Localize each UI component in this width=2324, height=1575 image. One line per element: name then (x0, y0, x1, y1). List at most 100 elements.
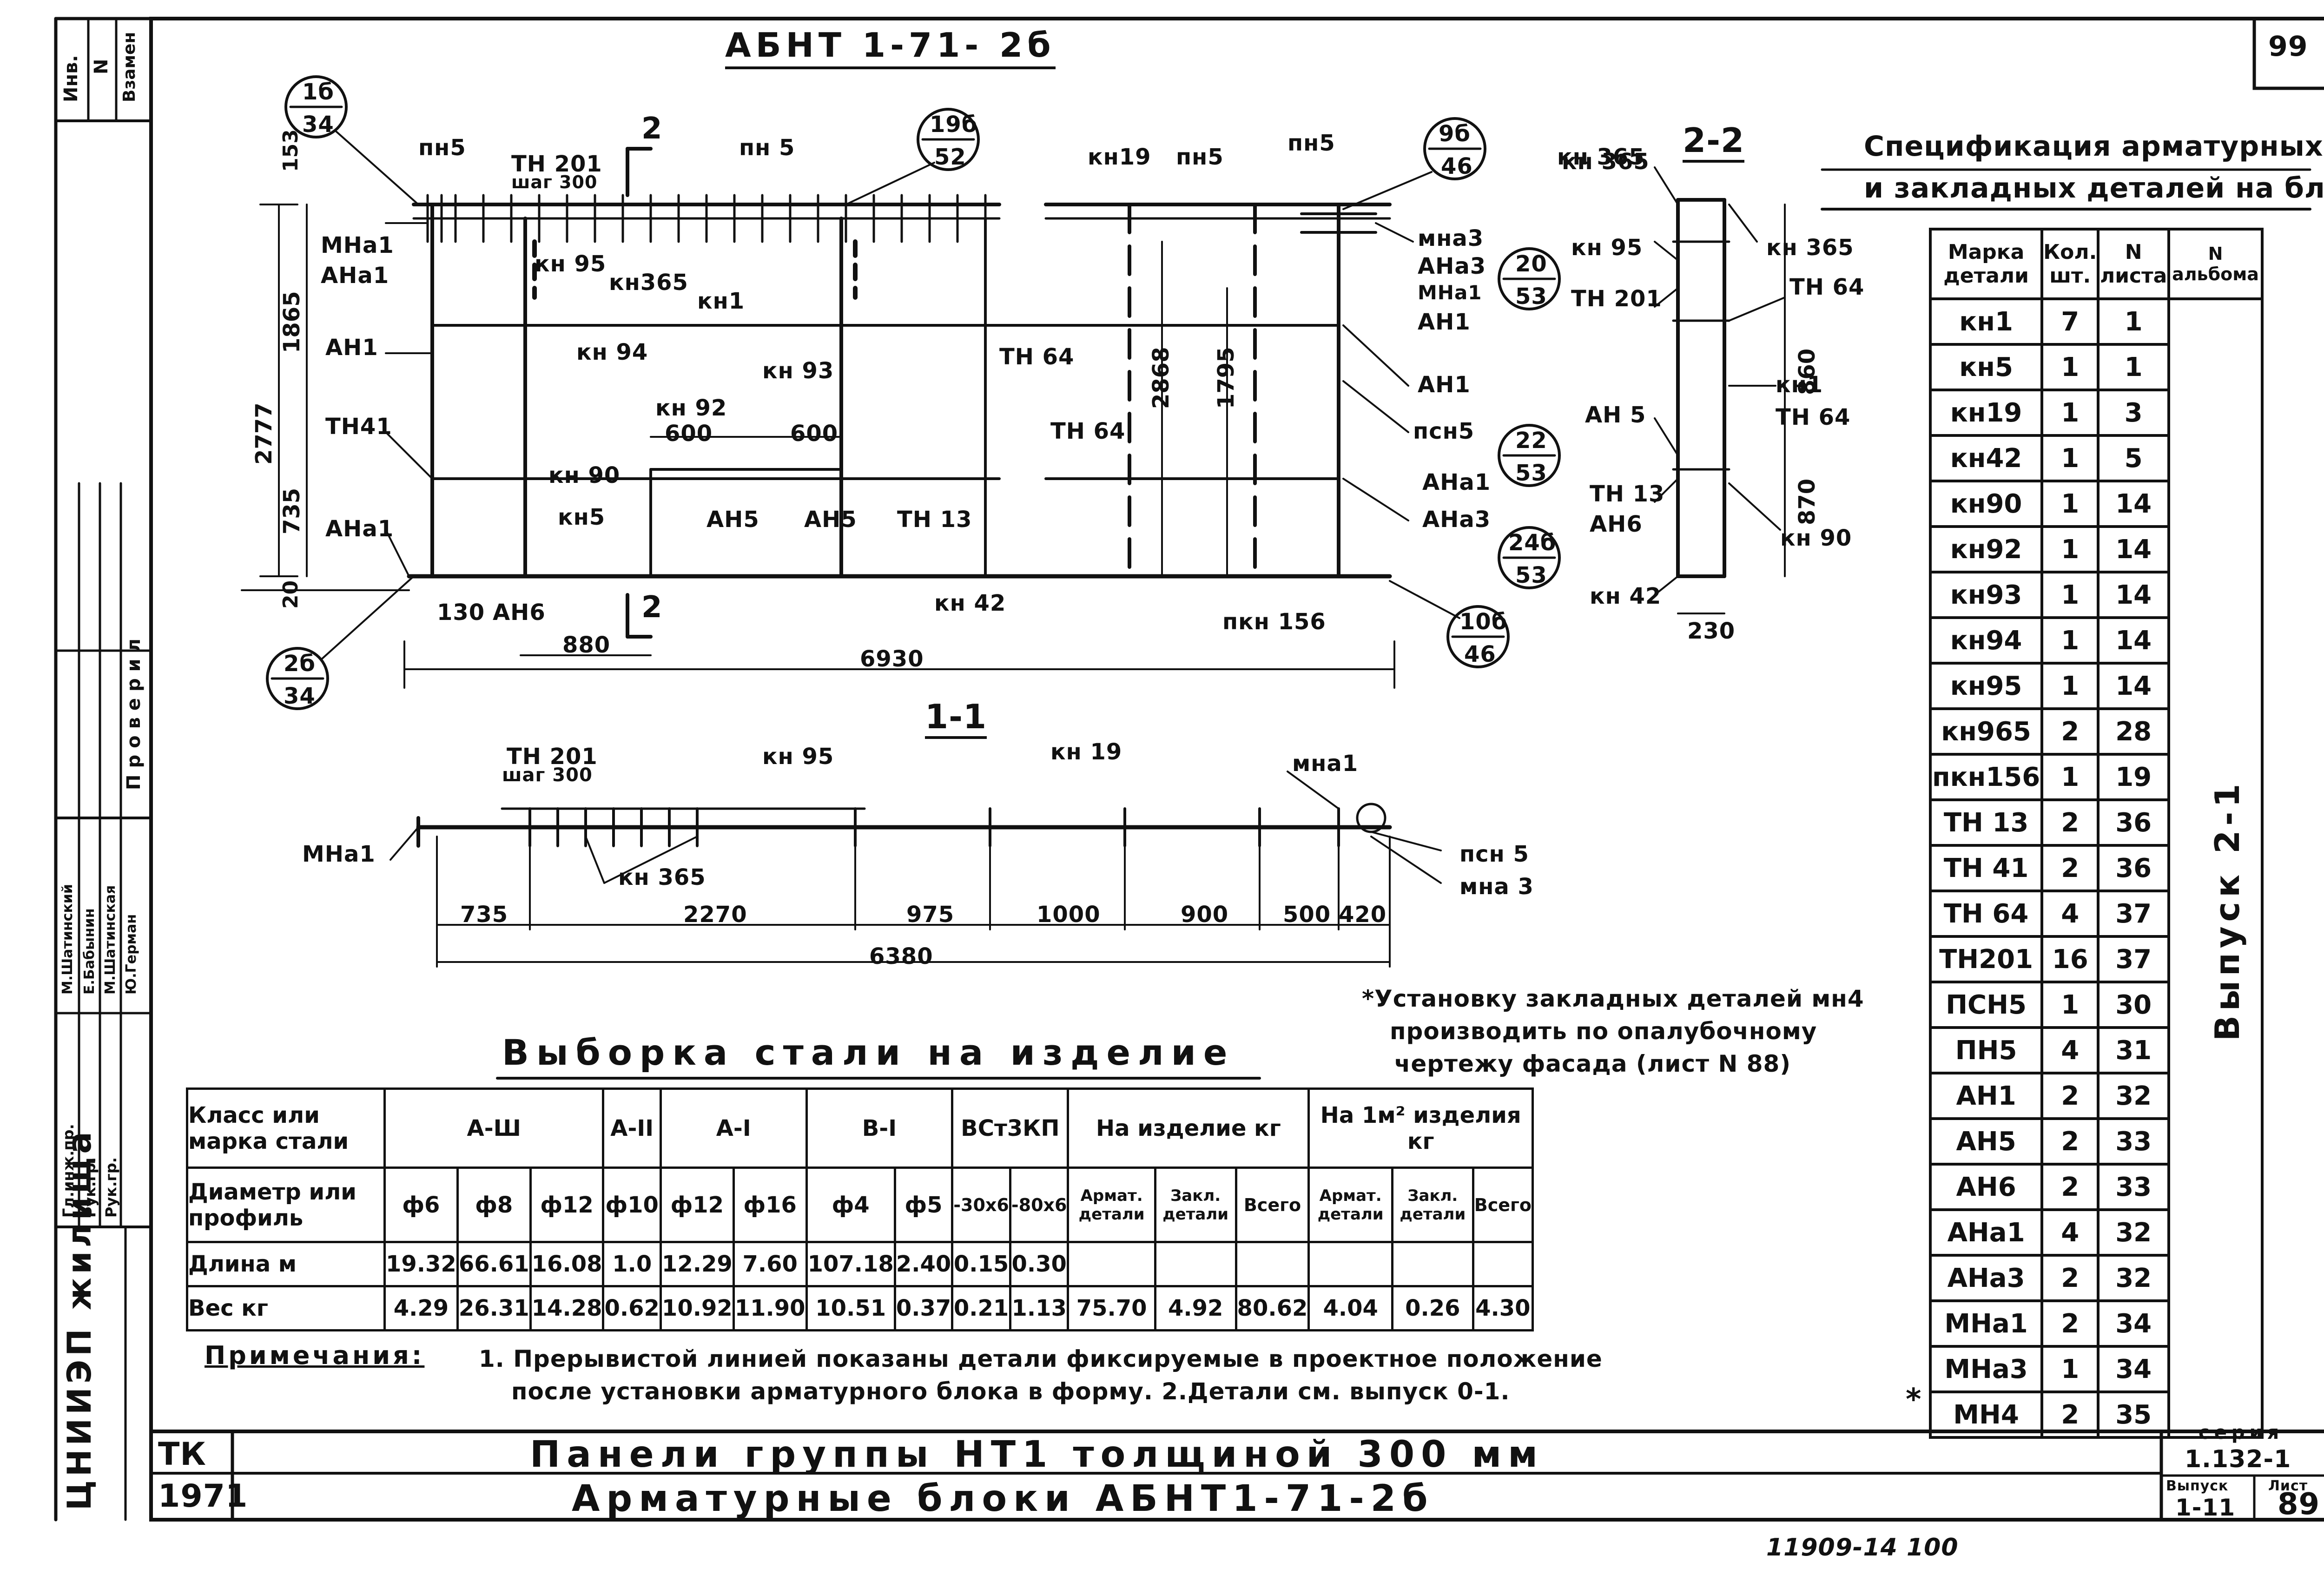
spec-mark: кн94 (1928, 616, 2044, 665)
spec-header-album: N альбома (2167, 228, 2264, 300)
label-ana1-r: АНа1 (1422, 469, 1491, 495)
callout-24b-bottom: 53 (1515, 562, 1547, 588)
steel-cell: 10.92 (659, 1285, 735, 1331)
label-kn95: кн 95 (535, 251, 607, 277)
v22-an6: АН6 (1590, 511, 1643, 537)
v11-kn19: кн 19 (1050, 739, 1122, 765)
spec-qty: 1 (2040, 753, 2100, 801)
spec-qty: 2 (2040, 798, 2100, 847)
title-tk: ТК (158, 1436, 206, 1473)
stamp-n: N (91, 59, 112, 74)
v22-kn365: кн 365 (1562, 149, 1650, 175)
spec-qty: 1 (2040, 343, 2100, 391)
callout-24b-top: 24б (1508, 530, 1557, 556)
spec-mark: АН1 (1928, 1072, 2044, 1120)
steel-cell: 66.61 (456, 1241, 532, 1287)
dim-600-b: 600 (790, 421, 838, 447)
v11-dim-420: 420 (1339, 902, 1387, 928)
spec-qty: 1 (2040, 616, 2100, 665)
steel-cell: 11.90 (732, 1285, 808, 1331)
stamp-proveril: Проверил (123, 632, 145, 790)
label-an5-2: АН5 (804, 507, 857, 533)
spec-sheet: 14 (2097, 525, 2171, 573)
spec-sheet: 32 (2097, 1208, 2171, 1257)
callout-19b-bottom: 52 (934, 144, 966, 170)
spec-mark: ТН 41 (1928, 844, 2044, 892)
spec-sheet: 14 (2097, 616, 2171, 665)
steel-cell: 4.30 (1472, 1285, 1534, 1331)
section-marker-top: 2 (641, 112, 663, 146)
spec-mark: кн90 (1928, 480, 2044, 528)
v22-an5: АН 5 (1585, 402, 1646, 428)
v22-kn42: кн 42 (1590, 583, 1662, 609)
steel-cell: 0.15 (951, 1241, 1011, 1287)
title-seria-label: серия (2199, 1422, 2284, 1443)
steel-cell: ф10 (602, 1166, 662, 1243)
specification-table: Марка детали Кол. шт. N листа N альбома … (1928, 228, 2264, 1439)
label-mna3: мна3 (1418, 225, 1484, 251)
v22-dim-870: 870 (1794, 478, 1820, 525)
spec-mark: ТН 64 (1928, 890, 2044, 938)
steel-cell: 4.29 (383, 1285, 459, 1331)
label-kn42: кн 42 (934, 590, 1006, 616)
dim-130: 130 (437, 600, 485, 626)
v22-dim-860: 860 (1794, 348, 1820, 395)
label-an5: АН5 (706, 507, 759, 533)
spec-mark: АНа1 (1928, 1208, 2044, 1257)
steel-cell (1154, 1241, 1237, 1287)
title-list-label: Лист (2268, 1478, 2308, 1494)
dim-1795: 1795 (1213, 347, 1239, 409)
stamp-name-1: М.Шатинский (59, 884, 76, 995)
steel-class-a2: А-II (602, 1087, 662, 1169)
spec-mark: кн42 (1928, 434, 2044, 482)
spec-sheet: 34 (2097, 1299, 2171, 1348)
label-ana3-r: АНа3 (1422, 507, 1491, 533)
spec-mark: МНа3 (1928, 1345, 2044, 1393)
spec-mark: АНа3 (1928, 1254, 2044, 1302)
v11-tn201: ТН 201 (507, 744, 598, 770)
steel-cell: 14.28 (529, 1285, 605, 1331)
spec-qty: 1 (2040, 571, 2100, 619)
v22-tn64: ТН 64 (1789, 274, 1865, 300)
dim-1865: 1865 (279, 291, 305, 353)
steel-header-diameter: Диаметр или профиль (186, 1166, 386, 1243)
drawing-top-title: АБНТ 1-71- 2б (725, 26, 1056, 69)
label-kn90: кн 90 (548, 462, 621, 488)
title-vypusk: 1-11 (2175, 1494, 2236, 1521)
steel-length-row: Длина м 19.32 66.61 16.08 1.0 12.29 7.60… (186, 1241, 1534, 1287)
label-kn365: кн365 (609, 270, 688, 296)
label-kn92: кн 92 (655, 395, 727, 421)
steel-cell: 2.40 (893, 1241, 954, 1287)
stamp-name-2: Е.Бабынин (81, 908, 98, 995)
stamp-vzamen: Взамен (120, 32, 139, 102)
label-psn5: псн5 (1413, 418, 1475, 444)
title-vypusk-label: Выпуск (2166, 1478, 2229, 1494)
spec-sheet: 1 (2097, 297, 2171, 346)
steel-header-class: Класс или марка стали (186, 1087, 386, 1169)
label-mna1-r: МНа1 (1418, 281, 1482, 304)
title-line1: Панели группы НТ1 толщиной 300 мм (530, 1434, 1545, 1476)
notes-line2: после установки арматурного блока в форм… (511, 1378, 1510, 1405)
steel-cell: Армат. детали (1307, 1166, 1393, 1243)
dim-153: 153 (279, 129, 303, 172)
steel-header-length: Длина м (186, 1241, 386, 1287)
steel-cell: ф16 (732, 1166, 808, 1243)
v11-kn365: кн 365 (618, 864, 706, 890)
spec-qty: 2 (2040, 1299, 2100, 1348)
callout-22-top: 22 (1515, 428, 1547, 454)
spec-mark: кн93 (1928, 571, 2044, 619)
steel-cell: 7.60 (732, 1241, 808, 1287)
stamp-name-3: М.Шатинская (102, 885, 119, 995)
title-seria: 1.132-1 (2185, 1445, 2291, 1473)
label-tn13: ТН 13 (897, 507, 972, 533)
spec-star: * (1906, 1383, 1922, 1417)
